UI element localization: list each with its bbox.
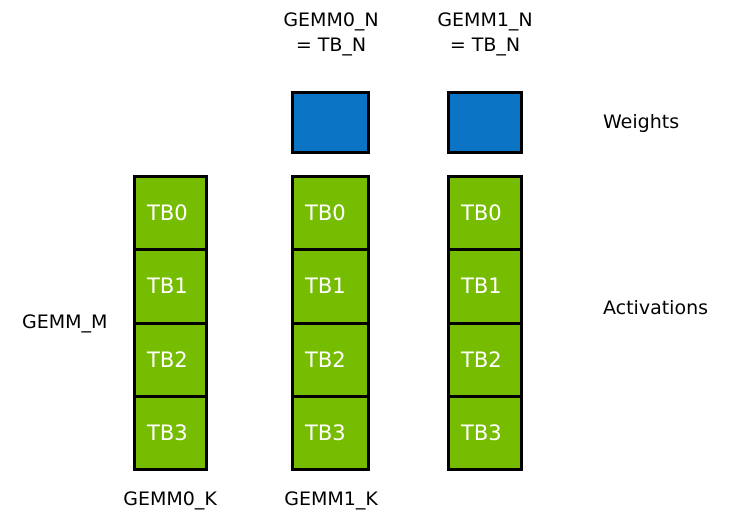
tb-cell-label: TB3	[305, 420, 346, 445]
tb-cell-label: TB1	[305, 274, 346, 299]
tb-cell-label: TB3	[147, 420, 188, 445]
activation-column-right[interactable]: TB0 TB1 TB2 TB3	[447, 175, 523, 471]
weight-block-gemm1[interactable]	[447, 91, 523, 154]
legend-activations: Activations	[603, 297, 709, 319]
tb-cell-label: TB2	[461, 347, 502, 372]
tb-cell[interactable]: TB3	[447, 394, 523, 471]
label-gemm-m: GEMM_M	[22, 311, 108, 333]
label-gemm1-k: GEMM1_K	[284, 488, 378, 510]
tb-cell-label: TB0	[147, 201, 188, 226]
label-gemm1-n-line2: = TB_N	[449, 34, 521, 56]
tb-cell[interactable]: TB1	[291, 248, 370, 325]
tb-cell-label: TB0	[461, 201, 502, 226]
tb-cell[interactable]: TB2	[447, 321, 523, 398]
activation-column-left[interactable]: TB0 TB1 TB2 TB3	[133, 175, 208, 471]
tb-cell[interactable]: TB2	[133, 321, 208, 398]
tb-cell-label: TB3	[461, 420, 502, 445]
weight-block-gemm0[interactable]	[291, 91, 370, 154]
tb-cell-label: TB2	[305, 347, 346, 372]
tb-cell[interactable]: TB0	[133, 175, 208, 252]
tb-cell[interactable]: TB1	[133, 248, 208, 325]
tb-cell-label: TB1	[147, 274, 188, 299]
legend-weights: Weights	[603, 111, 680, 133]
label-gemm0-n-line2: = TB_N	[295, 34, 367, 56]
label-gemm0-k: GEMM0_K	[123, 488, 217, 510]
tb-cell-label: TB2	[147, 347, 188, 372]
tb-cell[interactable]: TB1	[447, 248, 523, 325]
tb-cell-label: TB1	[461, 274, 502, 299]
tb-cell[interactable]: TB3	[291, 394, 370, 471]
label-gemm1-n-line1: GEMM1_N	[437, 9, 533, 31]
label-gemm0-n-line1: GEMM0_N	[283, 9, 379, 31]
label-gemm0-n: GEMM0_N = TB_N	[251, 8, 411, 58]
activation-column-middle[interactable]: TB0 TB1 TB2 TB3	[291, 175, 370, 471]
tb-cell[interactable]: TB2	[291, 321, 370, 398]
label-gemm1-n: GEMM1_N = TB_N	[405, 8, 565, 58]
tb-cell-label: TB0	[305, 201, 346, 226]
tb-cell[interactable]: TB0	[291, 175, 370, 252]
tb-cell[interactable]: TB0	[447, 175, 523, 252]
tb-cell[interactable]: TB3	[133, 394, 208, 471]
